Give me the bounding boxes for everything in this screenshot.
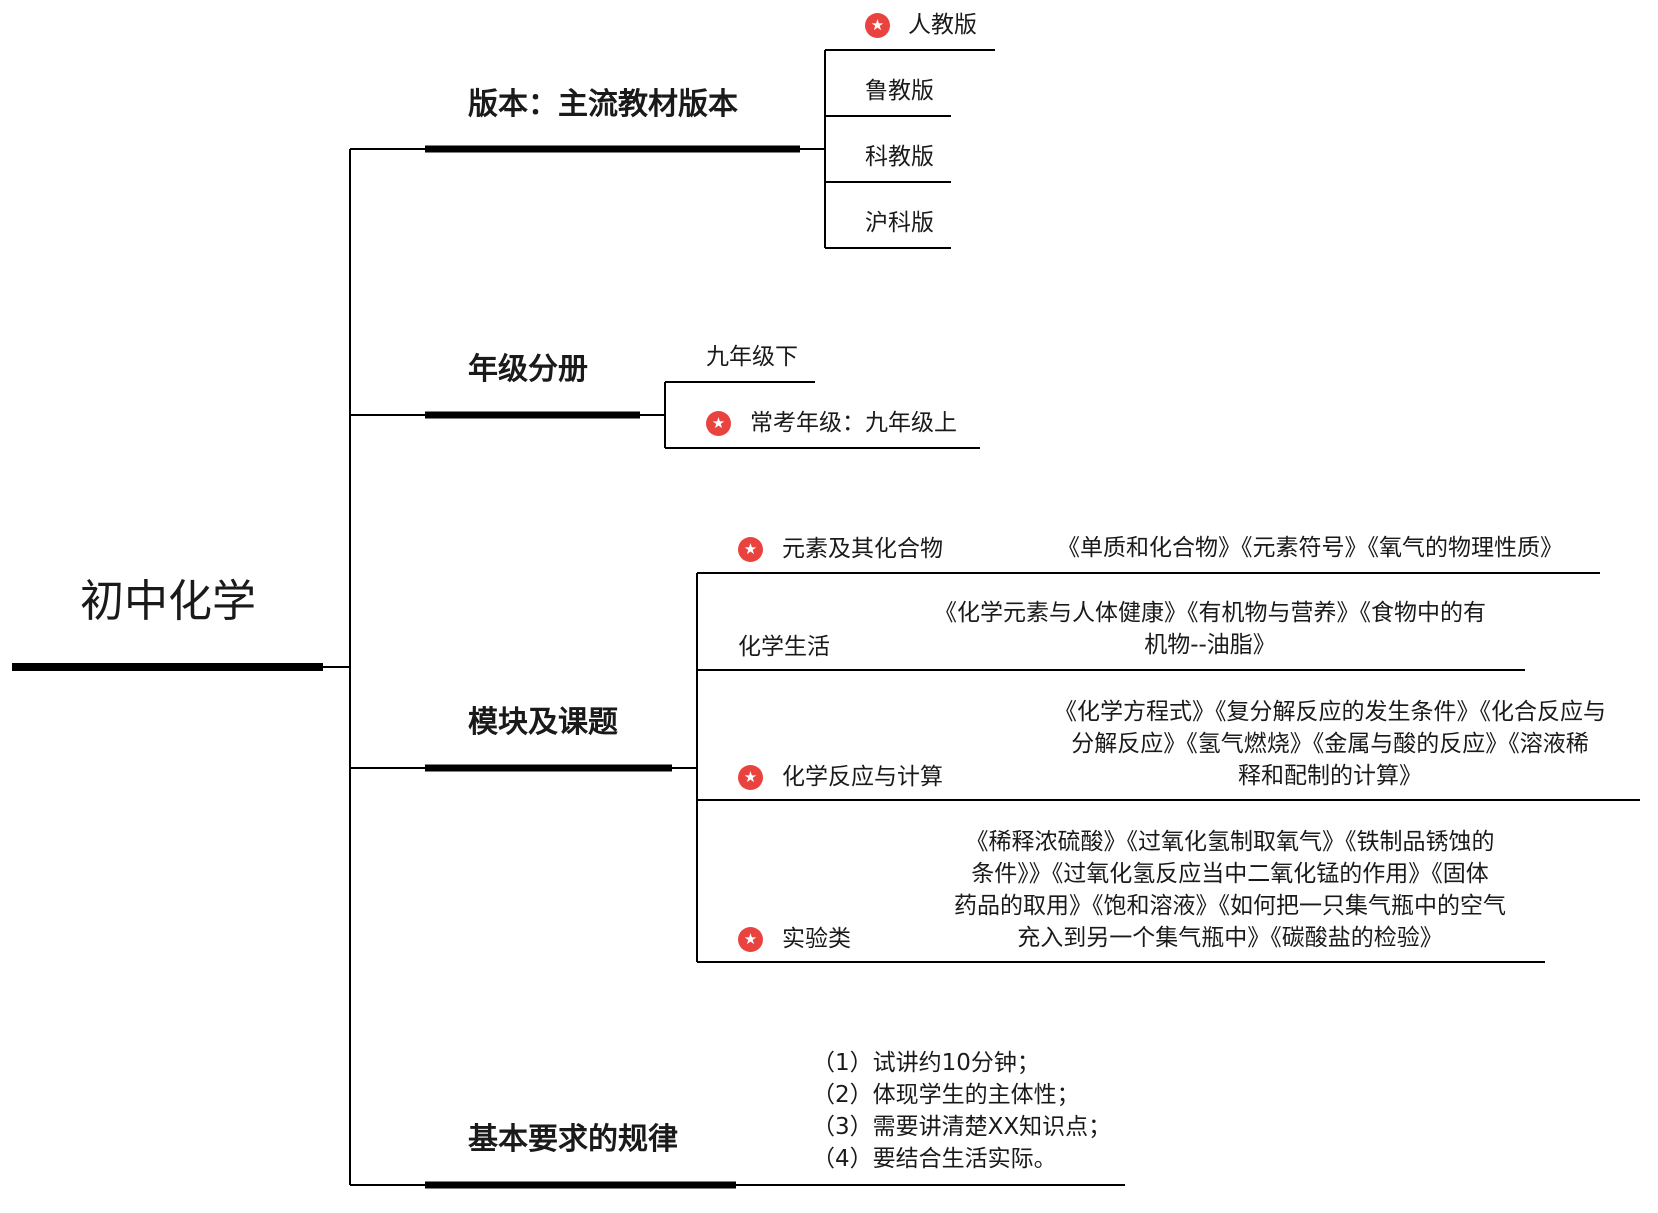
- requirements-list[interactable]: （1）试讲约10分钟； （2）体现学生的主体性； （3）需要讲清楚XX知识点； …: [812, 1050, 1112, 1172]
- star-icon: ★: [738, 537, 763, 562]
- branch-grade-title[interactable]: 年级分册: [468, 352, 588, 387]
- module-topics-elements: 《单质和化合物》《元素符号》《氧气的物理性质》: [1057, 535, 1563, 561]
- star-icon: ★: [706, 411, 731, 436]
- module-item-elements[interactable]: 元素及其化合物: [782, 536, 943, 562]
- root-topic[interactable]: 初中化学: [80, 576, 256, 627]
- module-topics-life: 《化学元素与人体健康》《有机物与营养》《食物中的有 机物--油脂》: [934, 600, 1486, 658]
- branch-requirements-title[interactable]: 基本要求的规律: [468, 1122, 678, 1157]
- branch-edition-title[interactable]: 版本：主流教材版本: [468, 87, 738, 122]
- module-item-experiment[interactable]: 实验类: [782, 926, 851, 952]
- star-icon: ★: [865, 13, 890, 38]
- module-topics-reaction: 《化学方程式》《复分解反应的发生条件》《化合反应与 分解反应》《氢气燃烧》《金属…: [1054, 699, 1606, 789]
- module-item-reaction[interactable]: 化学反应与计算: [782, 764, 943, 790]
- edition-item-lujiao[interactable]: 鲁教版: [865, 78, 934, 104]
- star-icon: ★: [738, 927, 763, 952]
- grade-item-9-upper[interactable]: 常考年级：九年级上: [750, 410, 957, 436]
- edition-item-renjiao[interactable]: 人教版: [908, 12, 977, 38]
- grade-item-9-lower[interactable]: 九年级下: [706, 344, 798, 370]
- module-item-life[interactable]: 化学生活: [738, 634, 830, 660]
- star-icon: ★: [738, 765, 763, 790]
- edition-item-huke[interactable]: 沪科版: [865, 210, 934, 236]
- edition-item-kejiao[interactable]: 科教版: [865, 144, 934, 170]
- module-topics-experiment: 《稀释浓硫酸》《过氧化氢制取氧气》《铁制品锈蚀的 条件》》《过氧化氢反应当中二氧…: [954, 829, 1506, 951]
- branch-modules-title[interactable]: 模块及课题: [468, 705, 618, 740]
